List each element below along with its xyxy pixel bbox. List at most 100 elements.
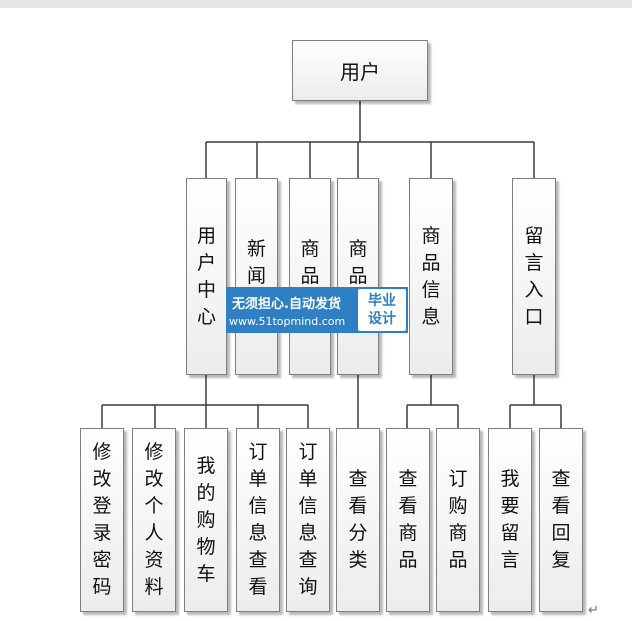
node-leave-message-label: 我要留言 bbox=[500, 466, 519, 574]
label-char: 查 bbox=[551, 468, 571, 490]
watermark-tag-line1: 毕业 bbox=[368, 293, 396, 309]
label-char: 户 bbox=[196, 251, 216, 274]
label-char: 商 bbox=[300, 238, 320, 260]
label-char: 码 bbox=[92, 576, 112, 598]
label-char: 查 bbox=[298, 549, 318, 571]
node-news: 新闻资 bbox=[235, 178, 278, 375]
label-char: 复 bbox=[551, 549, 571, 571]
node-view-reply: 查看回复 bbox=[539, 428, 583, 612]
node-view-product-label: 查看商品 bbox=[398, 466, 417, 574]
label-char: 看 bbox=[248, 576, 268, 598]
node-view-reply-label: 查看回复 bbox=[551, 466, 570, 574]
label-char: 言 bbox=[500, 549, 520, 571]
label-char: 看 bbox=[551, 495, 571, 517]
node-change-password-label: 修改登录密码 bbox=[92, 439, 111, 601]
label-char: 品 bbox=[348, 265, 368, 287]
node-root: 用户 bbox=[292, 40, 428, 101]
label-char: 我 bbox=[196, 454, 216, 477]
label-char: 商 bbox=[348, 238, 368, 260]
node-edit-profile: 修改个人资料 bbox=[132, 428, 176, 612]
node-product-category: 商品分 bbox=[337, 178, 379, 375]
node-edit-profile-label: 修改个人资料 bbox=[144, 439, 163, 601]
paragraph-mark: ↵ bbox=[588, 603, 599, 618]
label-char: 商 bbox=[448, 522, 468, 544]
label-char: 闻 bbox=[246, 265, 266, 287]
label-char: 入 bbox=[524, 278, 544, 301]
label-char: 询 bbox=[298, 576, 318, 598]
label-char: 的 bbox=[196, 481, 216, 504]
label-char: 信 bbox=[298, 495, 318, 517]
node-user-center: 用户中心 bbox=[186, 178, 227, 375]
label-char: 订 bbox=[448, 468, 468, 490]
label-char: 改 bbox=[144, 468, 164, 490]
node-order-product: 订购商品 bbox=[436, 428, 480, 612]
watermark-slogan: 无须担心.自动发货 bbox=[232, 297, 341, 312]
label-char: 改 bbox=[92, 468, 112, 490]
label-char: 单 bbox=[248, 468, 268, 490]
label-char: 我 bbox=[500, 468, 520, 490]
label-char: 车 bbox=[196, 562, 216, 585]
node-order-product-label: 订购商品 bbox=[448, 466, 467, 574]
label-char: 查 bbox=[398, 468, 418, 490]
label-char: 登 bbox=[92, 495, 112, 517]
label-char: 心 bbox=[196, 305, 216, 328]
label-char: 息 bbox=[298, 522, 318, 544]
label-char: 回 bbox=[551, 522, 571, 544]
label-char: 类 bbox=[348, 549, 368, 571]
label-char: 要 bbox=[500, 495, 520, 517]
node-view-category-label: 查看分类 bbox=[348, 466, 367, 574]
label-char: 订 bbox=[248, 441, 268, 463]
node-product-info-label: 商品信息 bbox=[421, 223, 440, 331]
label-char: 资 bbox=[144, 549, 164, 571]
node-user-center-label: 用户中心 bbox=[197, 223, 216, 331]
label-char: 修 bbox=[92, 441, 112, 463]
label-char: 购 bbox=[196, 508, 216, 531]
label-char: 口 bbox=[524, 305, 544, 328]
node-message-entry: 留言入口 bbox=[512, 178, 556, 375]
label-char: 购 bbox=[448, 495, 468, 517]
label-char: 订 bbox=[298, 441, 318, 463]
label-char: 息 bbox=[248, 522, 268, 544]
label-char: 留 bbox=[524, 224, 544, 247]
label-char: 录 bbox=[92, 522, 112, 544]
label-char: 查 bbox=[248, 549, 268, 571]
label-char: 修 bbox=[144, 441, 164, 463]
label-char: 留 bbox=[500, 522, 520, 544]
label-char: 商 bbox=[421, 224, 441, 247]
label-char: 中 bbox=[196, 278, 216, 301]
node-view-category: 查看分类 bbox=[336, 428, 380, 612]
label-char: 新 bbox=[246, 238, 266, 260]
watermark-tag-line2: 设计 bbox=[368, 311, 396, 327]
watermark-tag: 毕业 设计 bbox=[358, 289, 406, 331]
label-char: 密 bbox=[92, 549, 112, 571]
label-char: 分 bbox=[348, 522, 368, 544]
label-char: 商 bbox=[398, 522, 418, 544]
node-message-entry-label: 留言入口 bbox=[524, 223, 543, 331]
label-char: 品 bbox=[398, 549, 418, 571]
label-char: 品 bbox=[421, 251, 441, 274]
node-root-label: 用户 bbox=[340, 60, 380, 84]
watermark-url: www.51topmind.com bbox=[229, 315, 346, 328]
label-char: 看 bbox=[348, 495, 368, 517]
node-view-product: 查看商品 bbox=[386, 428, 430, 612]
label-char: 料 bbox=[144, 576, 164, 598]
node-product-info: 商品信息 bbox=[409, 178, 453, 375]
top-toolbar-strip bbox=[0, 0, 632, 8]
node-change-password: 修改登录密码 bbox=[80, 428, 124, 612]
node-view-order-info: 订单信息查看 bbox=[236, 428, 280, 612]
watermark-banner: 无须担心.自动发货 www.51topmind.com 毕业 设计 bbox=[226, 287, 408, 333]
node-my-cart-label: 我的购物车 bbox=[196, 453, 215, 588]
label-char: 信 bbox=[421, 278, 441, 301]
label-char: 人 bbox=[144, 522, 164, 544]
label-char: 品 bbox=[448, 549, 468, 571]
label-char: 息 bbox=[421, 305, 441, 328]
label-char: 个 bbox=[144, 495, 164, 517]
node-query-order-info: 订单信息查询 bbox=[286, 428, 330, 612]
label-char: 言 bbox=[524, 251, 544, 274]
node-product-search: 商品查 bbox=[289, 178, 331, 375]
label-char: 看 bbox=[398, 495, 418, 517]
node-my-cart: 我的购物车 bbox=[184, 428, 228, 612]
node-leave-message: 我要留言 bbox=[488, 428, 532, 612]
